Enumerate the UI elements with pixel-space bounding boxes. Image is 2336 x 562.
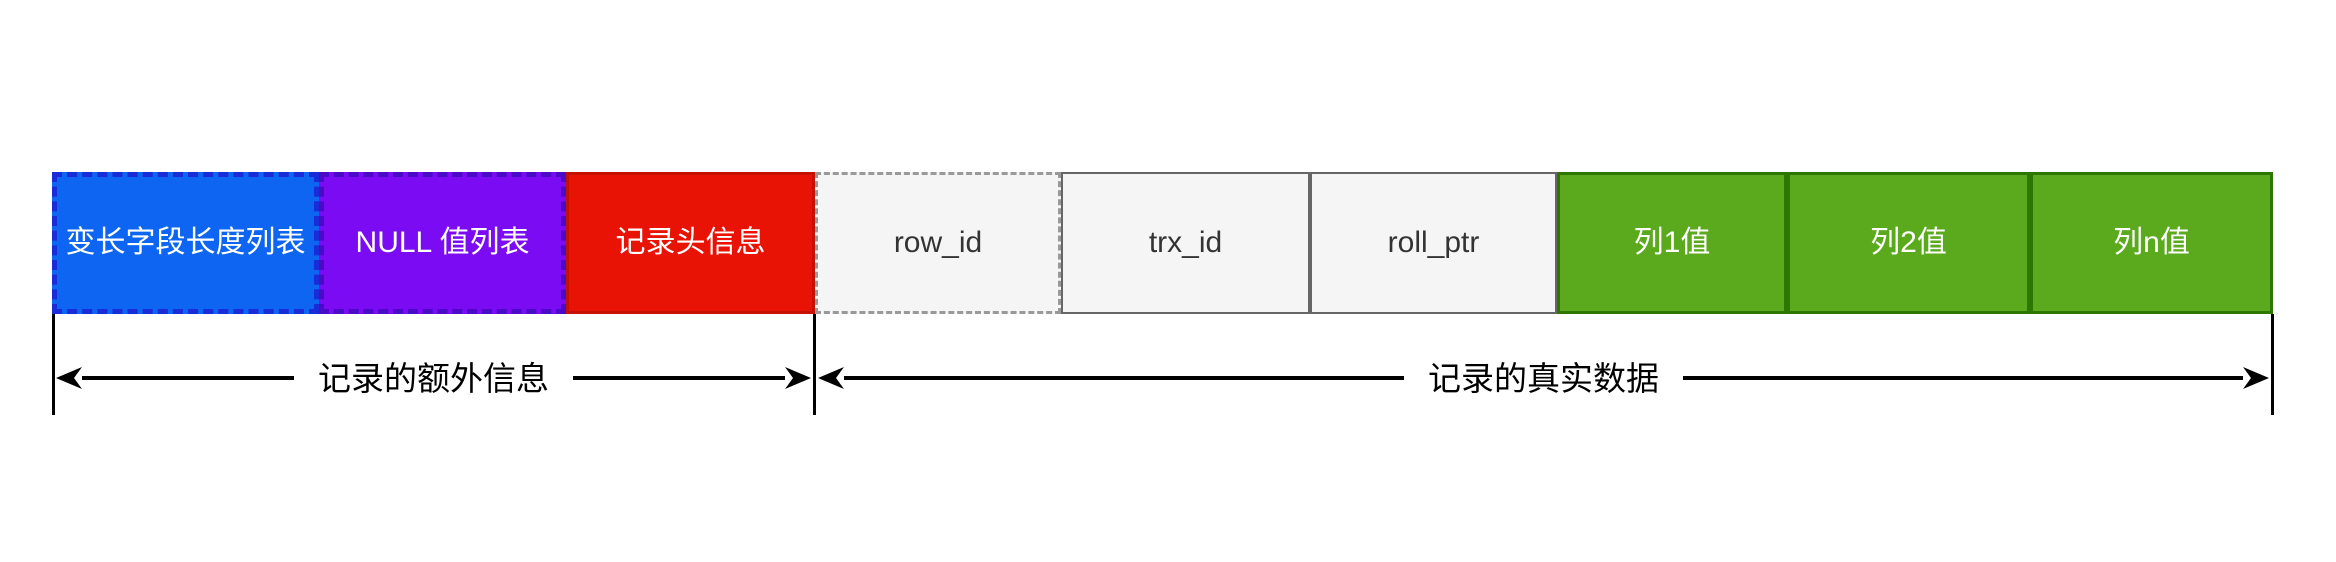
record-box-label: trx_id	[1148, 226, 1223, 259]
record-box-trx-id: trx_id	[1061, 172, 1310, 314]
record-box-label: roll_ptr	[1387, 226, 1480, 259]
guide-line-left	[52, 314, 55, 415]
record-box-label: NULL 值列表	[355, 226, 530, 259]
span-arrow-extra-info: 记录的额外信息	[56, 360, 811, 396]
record-box-coln-value: 列n值	[2030, 172, 2273, 314]
record-box-col2-value: 列2值	[1787, 172, 2030, 314]
span-arrow-real-data: 记录的真实数据	[818, 360, 2269, 396]
arrow-line	[573, 376, 785, 380]
guide-line-middle	[813, 314, 816, 415]
record-box-row-id: row_id	[815, 172, 1061, 314]
record-box-null-value-list: NULL 值列表	[319, 172, 566, 314]
record-box-col1-value: 列1值	[1557, 172, 1787, 314]
record-box-varlen-length-list: 变长字段长度列表	[52, 172, 319, 314]
guide-line-right	[2271, 314, 2274, 415]
span-label-extra-info: 记录的额外信息	[318, 359, 549, 397]
arrow-head-left-icon	[56, 367, 82, 389]
arrow-head-right-icon	[785, 367, 811, 389]
arrow-line	[844, 376, 1404, 380]
record-box-label: 列2值	[1870, 226, 1947, 259]
arrow-line	[82, 376, 294, 380]
record-box-label: 变长字段长度列表	[65, 226, 306, 259]
record-box-roll-ptr: roll_ptr	[1310, 172, 1557, 314]
span-label-real-data: 记录的真实数据	[1428, 359, 1659, 397]
record-box-label: 记录头信息	[615, 226, 766, 259]
arrow-head-right-icon	[2243, 367, 2269, 389]
record-box-label: row_id	[893, 226, 983, 259]
record-box-label: 列1值	[1633, 226, 1711, 259]
arrow-line	[1683, 376, 2243, 380]
record-box-record-header: 记录头信息	[566, 172, 815, 314]
record-box-label: 列n值	[2113, 226, 2190, 259]
arrow-head-left-icon	[818, 367, 844, 389]
record-row: 变长字段长度列表 NULL 值列表 记录头信息 row_id trx_id ro…	[52, 172, 2273, 314]
